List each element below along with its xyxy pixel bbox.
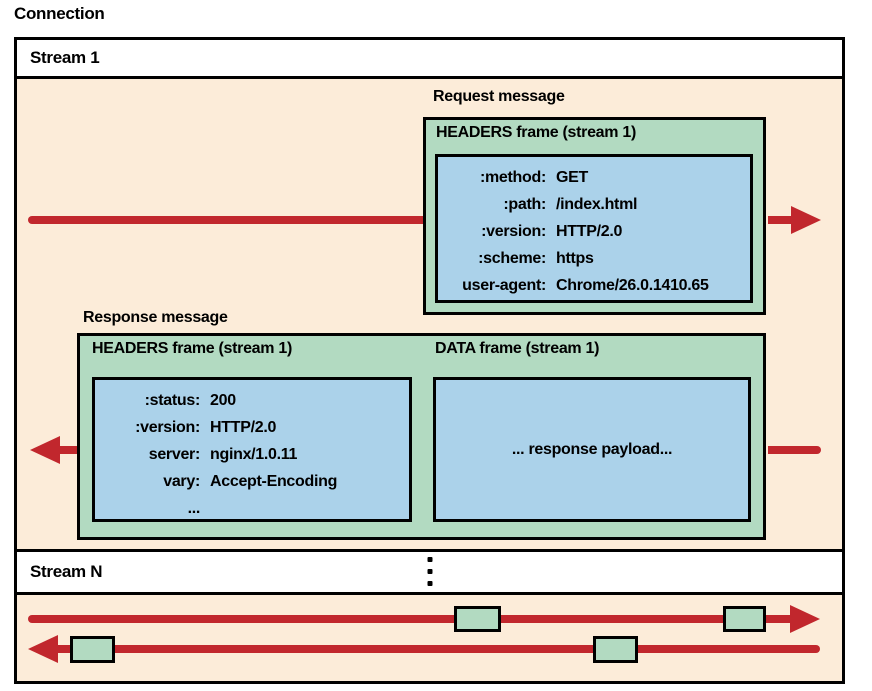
header-field-key: ... (187, 500, 201, 517)
frame-chip (593, 636, 638, 663)
streamN-body (17, 595, 842, 681)
response-data-frame-title: DATA frame (stream 1) (435, 340, 600, 357)
header-field-key: server: (148, 446, 201, 463)
header-field-key: user-agent: (462, 277, 546, 294)
header-field-value: Accept-Encoding (210, 473, 338, 490)
stream1-header: Stream 1 (17, 40, 842, 79)
response-arrow-shaft-left (58, 446, 77, 454)
header-field-row: :path: /index.html (438, 191, 750, 218)
streamN-header: Stream N (17, 552, 842, 595)
header-field-row: :method: GET (438, 164, 750, 191)
frame-chip (723, 606, 766, 632)
header-field-key: :method: (479, 169, 546, 186)
header-field-row: user-agent: Chrome/26.0.1410.65 (438, 272, 750, 299)
header-field-value (210, 495, 409, 522)
header-field-key: :path: (503, 196, 546, 213)
request-arrow-shaft-right (768, 216, 792, 224)
header-field-key: :version: (481, 223, 546, 240)
response-message-label: Response message (83, 309, 228, 326)
header-field-value: /index.html (556, 196, 638, 213)
header-field-value: Chrome/26.0.1410.65 (556, 277, 709, 294)
response-headers-frame-title: HEADERS frame (stream 1) (92, 340, 292, 357)
response-arrow-head-icon (30, 436, 60, 464)
connection-box: Stream 1 Request message HEADERS frame (… (14, 37, 845, 684)
header-field-row: :scheme: https (438, 245, 750, 272)
streamN-label: Stream N (30, 562, 103, 581)
request-headers-fields: :method: GET :path: /index.html :version: H… (438, 157, 750, 299)
streamN-request-arrow-head-icon (790, 605, 820, 633)
streamN-response-arrow-shaft (56, 645, 820, 653)
response-payload-text: ... response payload... (511, 440, 673, 458)
header-field-row: vary: Accept-Encoding (95, 468, 409, 495)
header-field-value: nginx/1.0.11 (210, 446, 298, 463)
response-arrow-shaft-right (768, 446, 821, 454)
vertical-ellipsis-icon (427, 557, 432, 586)
frame-chip (70, 636, 115, 663)
stream1-body: Request message HEADERS frame (stream 1)… (17, 79, 842, 552)
request-message-label: Request message (433, 88, 565, 105)
header-field-row: ... (95, 495, 409, 522)
request-arrow-head-icon (791, 206, 821, 234)
stream1-label: Stream 1 (30, 48, 100, 67)
header-field-row: server: nginx/1.0.11 (95, 441, 409, 468)
header-field-key: :scheme: (478, 250, 546, 267)
header-field-value: HTTP/2.0 (556, 223, 623, 240)
frame-chip (454, 606, 501, 632)
connection-label: Connection (14, 4, 105, 23)
header-field-row: :version: HTTP/2.0 (438, 218, 750, 245)
response-frames-box: HEADERS frame (stream 1) DATA frame (str… (77, 333, 766, 540)
streamN-response-arrow-head-icon (28, 635, 58, 663)
response-payload-box: ... response payload... (433, 377, 751, 522)
header-field-key: vary: (163, 473, 200, 490)
request-headers-frame-box: HEADERS frame (stream 1) :method: GET :pa… (423, 117, 766, 315)
header-field-value: GET (556, 169, 588, 186)
header-field-value: HTTP/2.0 (210, 419, 277, 436)
header-field-value: https (556, 250, 594, 267)
streamN-request-arrow-shaft (28, 615, 791, 623)
request-arrow-shaft (28, 216, 425, 224)
response-headers-fields: :status: 200 :version: HTTP/2.0 server: ngi… (95, 380, 409, 522)
request-headers-fields-box: :method: GET :path: /index.html :version: H… (435, 154, 753, 303)
header-field-row: :version: HTTP/2.0 (95, 414, 409, 441)
header-field-key: :version: (135, 419, 200, 436)
header-field-row: :status: 200 (95, 387, 409, 414)
response-headers-fields-box: :status: 200 :version: HTTP/2.0 server: ngi… (92, 377, 412, 522)
header-field-value: 200 (210, 392, 236, 409)
header-field-key: :status: (144, 392, 201, 409)
request-headers-frame-title: HEADERS frame (stream 1) (436, 124, 636, 141)
